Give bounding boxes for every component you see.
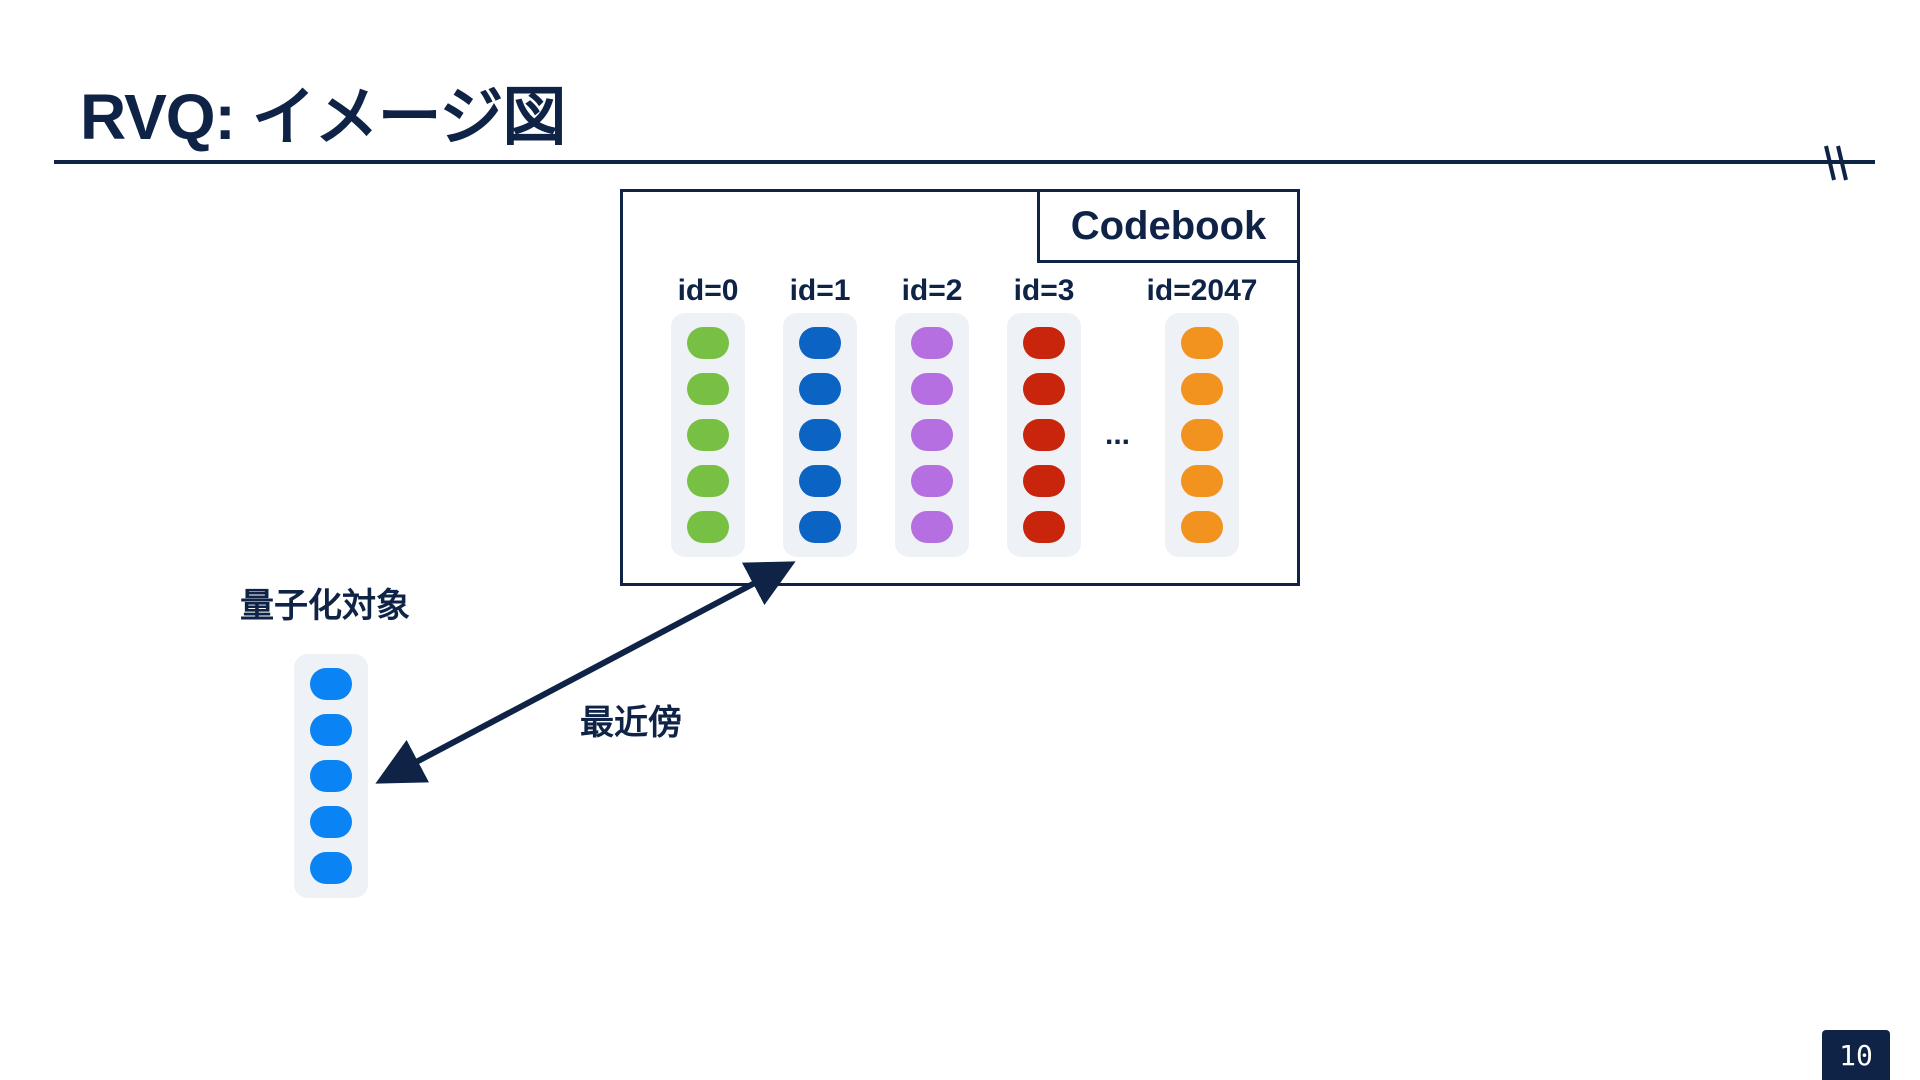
codebook-frame [620,189,1300,586]
codebook-label: Codebook [1037,189,1300,263]
vector-element [1023,373,1065,405]
codebook-entry-vector [1007,313,1081,557]
vector-element [799,419,841,451]
codebook-entry-vector [671,313,745,557]
codebook-entry-id-label: id=1 [789,274,851,307]
vector-element [911,419,953,451]
vector-element [799,373,841,405]
vector-element [1181,511,1223,543]
vector-element [687,419,729,451]
codebook-entry-vector [895,313,969,557]
codebook-entry-id-label: id=0 [677,274,739,307]
codebook-entry-id-label: id=2047 [1146,274,1258,307]
vector-element [310,668,352,700]
codebook-entry-id-label: id=3 [1013,274,1075,307]
vector-element [687,511,729,543]
codebook-entry-vector [1165,313,1239,557]
title-rule [54,160,1875,164]
vector-element [1181,327,1223,359]
vector-element [1023,465,1065,497]
slide-title: RVQ: イメージ図 [80,81,566,153]
vector-element [1023,511,1065,543]
vector-element [1181,373,1223,405]
vector-element [799,465,841,497]
vector-element [799,511,841,543]
page-number-badge: 10 [1822,1030,1890,1080]
rule-break-mark [1824,145,1848,181]
vector-element [911,511,953,543]
vector-element [1181,419,1223,451]
vector-element [799,327,841,359]
vector-element [1023,419,1065,451]
vector-element [687,327,729,359]
vector-element [310,852,352,884]
nearest-neighbor-label: 最近傍 [580,704,682,742]
codebook-entry-id-label: id=2 [901,274,963,307]
codebook-entry-vector [783,313,857,557]
vector-element [310,760,352,792]
vector-element [911,327,953,359]
ellipsis: ... [1105,418,1131,451]
vector-element [911,373,953,405]
vector-element [310,714,352,746]
vector-element [687,465,729,497]
vector-element [310,806,352,838]
target-vector [294,654,368,898]
vector-element [1023,327,1065,359]
vector-element [1181,465,1223,497]
vector-element [911,465,953,497]
vector-element [687,373,729,405]
